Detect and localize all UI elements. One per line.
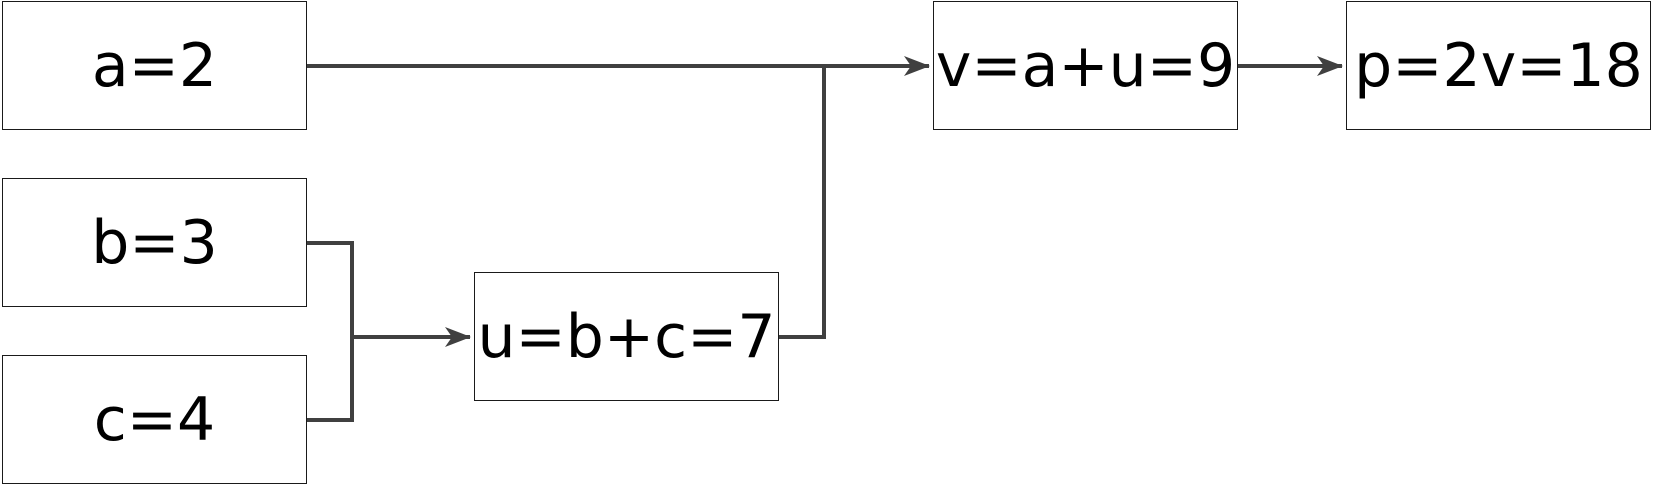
edge-c-to-u: [307, 337, 354, 422]
node-b: b=3: [2, 178, 307, 307]
node-v: v=a+u=9: [933, 1, 1238, 130]
node-v-label: v=a+u=9: [935, 30, 1236, 101]
edge-b-to-u: [307, 241, 354, 337]
node-u: u=b+c=7: [474, 272, 779, 401]
node-c-label: c=4: [93, 384, 216, 455]
node-a-label: a=2: [91, 30, 218, 101]
node-b-label: b=3: [91, 207, 218, 278]
node-u-label: u=b+c=7: [477, 301, 776, 372]
node-p: p=2v=18: [1346, 1, 1651, 130]
node-a: a=2: [2, 1, 307, 130]
node-p-label: p=2v=18: [1354, 30, 1643, 101]
edge-u-to-v: [779, 66, 826, 339]
node-c: c=4: [2, 355, 307, 484]
